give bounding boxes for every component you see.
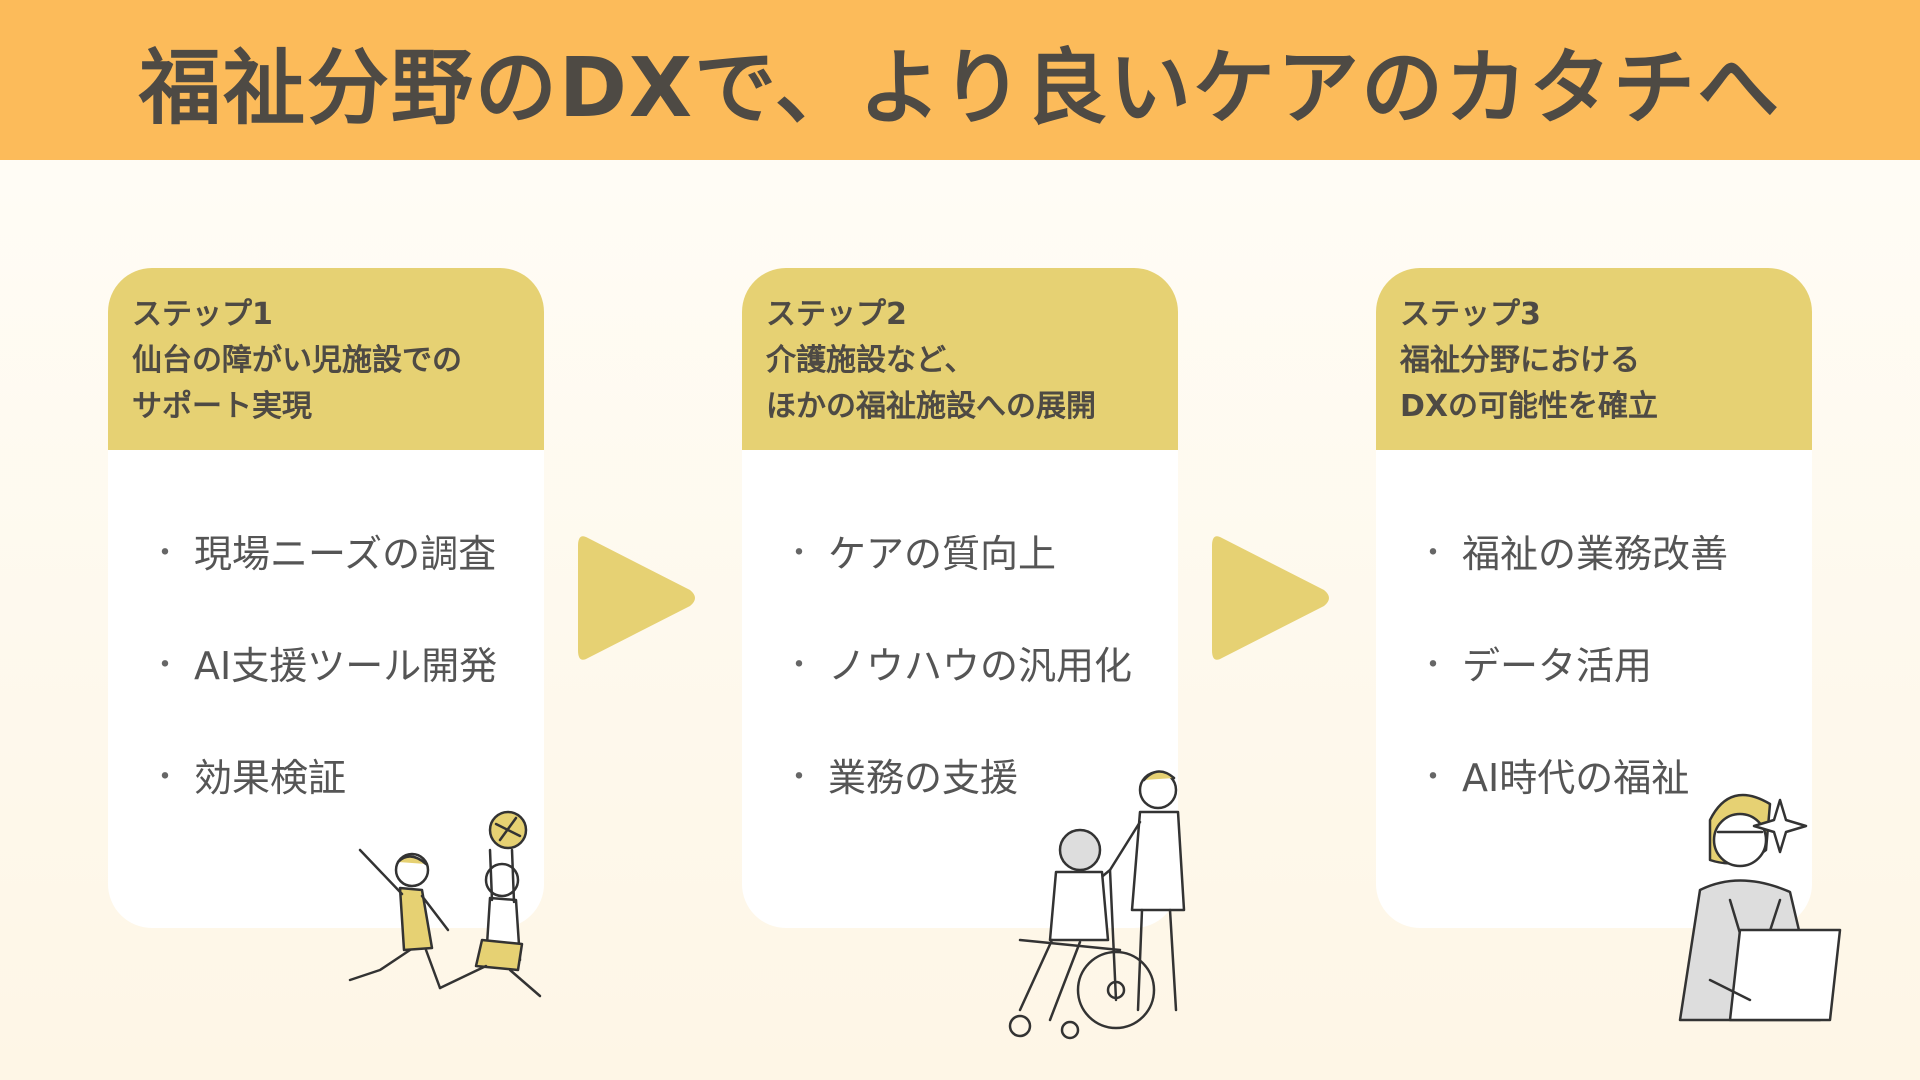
list-item-text: AI支援ツール開発 xyxy=(194,643,498,688)
bullet-dot: ・ xyxy=(1418,760,1448,795)
caregiver-wheelchair-illustration xyxy=(1008,770,1186,1040)
step-card-body: ・ケアの質向上 ・ノウハウの汎用化 ・業務の支援 xyxy=(742,450,1178,830)
step-card-body: ・福祉の業務改善 ・データ活用 ・AI時代の福祉 xyxy=(1376,450,1812,830)
list-item-text: 業務の支援 xyxy=(828,755,1019,800)
bullet-dot: ・ xyxy=(150,760,180,795)
list-item-text: 福祉の業務改善 xyxy=(1462,531,1729,576)
step-heading-line: ほかの福祉施設への展開 xyxy=(766,389,1096,424)
step-heading-line: サポート実現 xyxy=(132,389,312,424)
step-card-header: ステップ1 仙台の障がい児施設での サポート実現 xyxy=(108,268,544,450)
bullet-dot: ・ xyxy=(1418,648,1448,683)
children-playing-illustration xyxy=(348,810,542,998)
list-item-text: 現場ニーズの調査 xyxy=(194,531,497,576)
bullet-dot: ・ xyxy=(1418,536,1448,571)
step-card-body: ・現場ニーズの調査 ・AI支援ツール開発 ・効果検証 xyxy=(108,450,544,830)
step-card-header: ステップ3 福祉分野における DXの可能性を確立 xyxy=(1376,268,1812,450)
step-heading-line: 仙台の障がい児施設での xyxy=(132,343,462,378)
step-label: ステップ3 xyxy=(1400,297,1541,332)
list-item-text: 効果検証 xyxy=(194,755,347,800)
step-label: ステップ2 xyxy=(766,297,907,332)
list-item: ・業務の支援 xyxy=(784,718,1178,830)
step-label: ステップ1 xyxy=(132,297,273,332)
list-item: ・ AI支援ツール開発 xyxy=(150,606,544,718)
step-heading-line: DXの可能性を確立 xyxy=(1400,389,1659,424)
title-banner: 福祉分野のDXで、より良いケアのカタチへ xyxy=(0,0,1920,160)
step-card-2: ステップ2 介護施設など、 ほかの福祉施設への展開 ・ケアの質向上 ・ノウハウの… xyxy=(742,268,1178,928)
list-item: ・ AI時代の福祉 xyxy=(1418,718,1812,830)
list-item: ・データ活用 xyxy=(1418,606,1812,718)
bullet-dot: ・ xyxy=(150,536,180,571)
list-item: ・効果検証 xyxy=(150,718,544,830)
bullet-dot: ・ xyxy=(784,536,814,571)
list-item: ・ノウハウの汎用化 xyxy=(784,606,1178,718)
bullet-dot: ・ xyxy=(150,648,180,683)
page-title: 福祉分野のDXで、より良いケアのカタチへ xyxy=(138,40,1782,136)
list-item-text: AI時代の福祉 xyxy=(1462,755,1690,800)
woman-with-tablet-illustration xyxy=(1678,793,1842,1022)
step-heading-line: 福祉分野における xyxy=(1400,343,1640,378)
bullet-dot: ・ xyxy=(784,760,814,795)
step-card-1: ステップ1 仙台の障がい児施設での サポート実現 ・現場ニーズの調査 ・AI支援… xyxy=(108,268,544,928)
play-triangle-icon xyxy=(1212,536,1329,660)
list-item: ・ケアの質向上 xyxy=(784,494,1178,606)
list-item: ・現場ニーズの調査 xyxy=(150,494,544,606)
step-heading-line: 介護施設など、 xyxy=(766,343,975,378)
list-item: ・福祉の業務改善 xyxy=(1418,494,1812,606)
play-triangle-icon xyxy=(578,536,695,660)
list-item-text: ノウハウの汎用化 xyxy=(828,643,1133,688)
list-item-text: データ活用 xyxy=(1462,643,1653,688)
list-item-text: ケアの質向上 xyxy=(828,531,1057,576)
bullet-dot: ・ xyxy=(784,648,814,683)
step-card-header: ステップ2 介護施設など、 ほかの福祉施設への展開 xyxy=(742,268,1178,450)
